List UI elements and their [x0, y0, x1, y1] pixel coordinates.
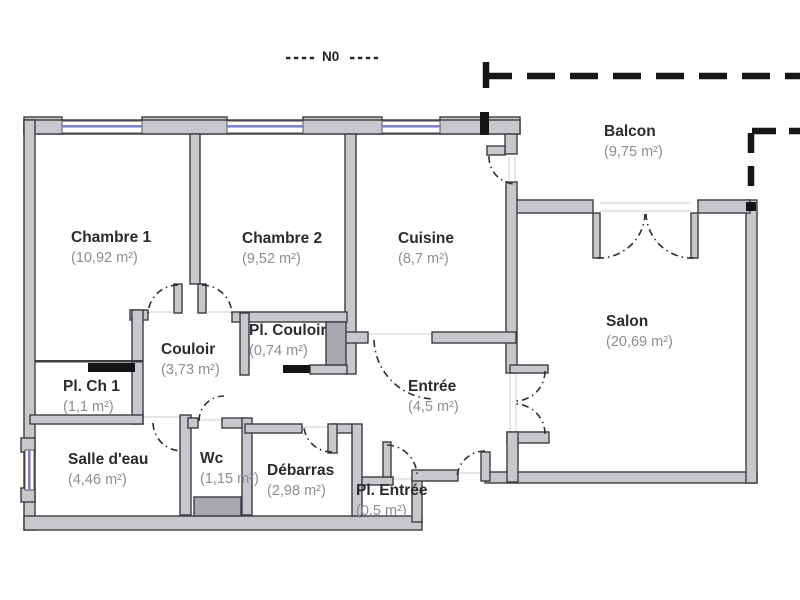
salle-deau-door-arc — [152, 422, 181, 452]
wc-fixture — [193, 496, 242, 517]
room-area: (0,74 m²) — [249, 343, 308, 359]
wc-door-arc — [198, 395, 225, 422]
room-name: Cuisine — [398, 230, 454, 247]
room-name: Pl. Couloir — [249, 322, 327, 339]
room-label-chambre1: Chambre 1 (10,92 m²) — [71, 228, 151, 268]
chambre2-door-arc — [201, 284, 233, 315]
room-label-wc: Wc (1,15 m²) — [200, 449, 259, 489]
windows — [24, 120, 441, 491]
salon-entree-door-arc-bottom — [514, 403, 546, 435]
cuisine-door-arc — [373, 339, 435, 400]
room-area: (8,7 m²) — [398, 251, 449, 267]
balcony-boundary — [482, 62, 800, 199]
room-area: (3,73 m²) — [161, 362, 220, 378]
room-area: (9,75 m²) — [604, 144, 663, 160]
room-area: (10,92 m²) — [71, 250, 138, 266]
room-area: (1,15 m²) — [200, 471, 259, 487]
cuisine-balcony-door-arc — [488, 155, 517, 185]
room-area: (9,52 m²) — [242, 251, 301, 267]
door-leaves — [173, 212, 699, 482]
closet-fills — [193, 321, 347, 517]
room-name: Pl. Ch 1 — [63, 378, 120, 395]
room-area: (20,69 m²) — [606, 334, 673, 350]
pl-couloir-sliding-door — [283, 365, 310, 373]
room-label-chambre2: Chambre 2 (9,52 m²) — [242, 229, 322, 269]
door-swing-arcs — [147, 155, 695, 478]
pl-entree-door-arc — [386, 444, 418, 477]
pl-couloir-closet — [325, 321, 347, 366]
main-entrance-door-arc — [456, 450, 486, 478]
room-name: Pl. Entrée — [356, 482, 428, 499]
room-name: Chambre 2 — [242, 230, 323, 247]
room-area: (2,98 m²) — [267, 483, 326, 499]
room-label-pl-ch1: Pl. Ch 1 (1,1 m²) — [63, 377, 120, 417]
room-area: (1,1 m²) — [63, 399, 114, 415]
salon-entree-door-arc-top — [514, 370, 546, 402]
room-name: Wc — [200, 450, 224, 467]
salon-french-door-left-arc — [596, 213, 646, 259]
room-name: Entrée — [408, 378, 457, 395]
room-name: Salon — [606, 313, 649, 330]
balcony-door-leaf-marker — [480, 112, 489, 135]
room-label-couloir: Couloir (3,73 m²) — [161, 340, 220, 380]
room-label-pl-entree: Pl. Entrée (0,5 m²) — [356, 481, 428, 521]
room-label-salle-deau: Salle d'eau (4,46 m²) — [68, 450, 148, 490]
room-area: (0,5 m²) — [356, 503, 407, 519]
room-label-cuisine: Cuisine (8,7 m²) — [398, 229, 454, 269]
room-name: Chambre 1 — [71, 229, 152, 246]
room-name: Balcon — [604, 123, 656, 140]
room-label-pl-couloir: Pl. Couloir (0,74 m²) — [249, 321, 327, 361]
room-label-balcon: Balcon (9,75 m²) — [604, 122, 663, 162]
room-name: Salle d'eau — [68, 451, 149, 468]
room-label-salon: Salon (20,69 m²) — [606, 312, 673, 352]
salon-corner-marker — [746, 202, 756, 211]
chambre1-door-arc — [147, 284, 179, 315]
room-label-debarras: Débarras (2,98 m²) — [267, 461, 334, 501]
debarras-door-arc — [303, 427, 333, 453]
interior-walls — [29, 133, 550, 517]
room-area: (4,46 m²) — [68, 472, 127, 488]
room-name: Couloir — [161, 341, 216, 358]
compass-label: N0 — [322, 49, 340, 64]
room-label-entree: Entrée (4,5 m²) — [408, 377, 459, 417]
room-area: (4,5 m²) — [408, 399, 459, 415]
threshold-lines — [143, 157, 691, 480]
black-markers — [88, 112, 756, 373]
room-name: Débarras — [267, 462, 335, 479]
pl-ch1-sliding-door — [88, 363, 135, 372]
salon-french-door-right-arc — [645, 213, 695, 259]
